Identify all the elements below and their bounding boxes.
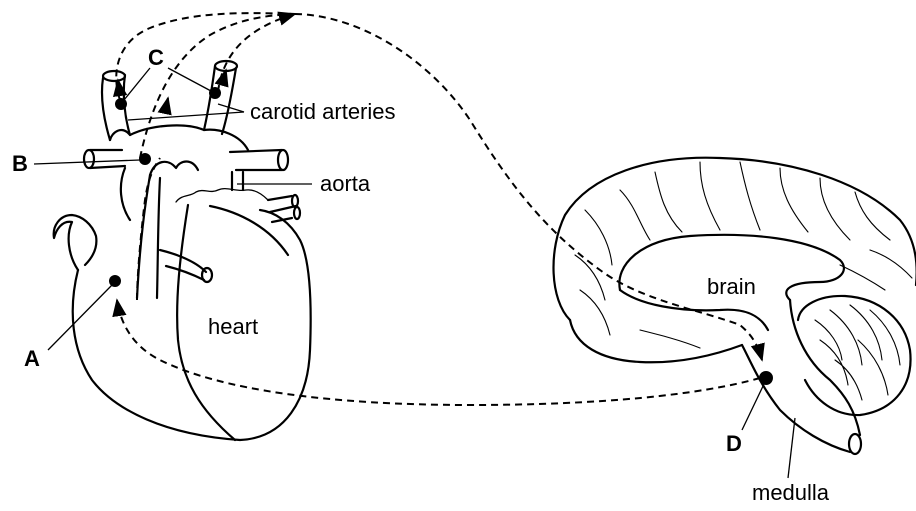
right-branch-tube — [230, 150, 282, 170]
label-brain: brain — [707, 274, 756, 299]
left-branch-tube — [90, 150, 125, 168]
right-ventricle-edge — [210, 206, 288, 255]
right-branch-opening — [278, 150, 288, 170]
label-C: C — [148, 45, 164, 70]
label-heart: heart — [208, 314, 258, 339]
label-carotid-arteries: carotid arteries — [250, 99, 396, 124]
left-atrium — [54, 215, 97, 270]
point-B-dot — [139, 153, 151, 165]
flow-mid-loop — [140, 14, 295, 158]
label-aorta: aorta — [320, 171, 371, 196]
vessel-opening-2 — [294, 207, 300, 219]
label-medulla: medulla — [752, 480, 830, 505]
point-D-dot — [759, 371, 773, 385]
heart-top-ridge — [176, 189, 268, 202]
leader-carotid-2 — [218, 104, 244, 112]
leader-C-right — [168, 68, 211, 91]
leader-B — [34, 160, 140, 164]
leader-C-left — [124, 68, 150, 100]
cerebrum-underside — [570, 320, 742, 362]
flow-carotid-arrow-left — [118, 80, 120, 95]
pulmonary-opening — [202, 268, 212, 282]
flow-left-loop — [116, 13, 295, 100]
right-carotid-tube — [204, 66, 236, 134]
label-D: D — [726, 431, 742, 456]
pulmonary-vein — [160, 250, 206, 280]
cerebellum-folds — [815, 305, 900, 400]
point-C-left-dot — [115, 98, 127, 110]
cerebrum-folds — [575, 162, 912, 348]
left-carotid-opening — [103, 71, 125, 81]
leader-D — [742, 384, 764, 430]
heart-body — [73, 210, 311, 440]
cerebellum — [798, 296, 911, 415]
leader-medulla — [788, 418, 795, 478]
left-branch-opening — [84, 150, 94, 168]
aorta-column — [232, 172, 243, 190]
flow-carotid-arrow-right — [222, 70, 226, 84]
medulla-end — [849, 434, 861, 454]
brain-drawing — [554, 158, 916, 454]
label-B: B — [12, 151, 28, 176]
aortic-arch — [110, 125, 248, 220]
flow-right-loop — [218, 14, 295, 92]
label-A: A — [24, 346, 40, 371]
point-C-right-dot — [209, 87, 221, 99]
leader-A — [48, 284, 113, 350]
flow-carotid-arrow-mid — [165, 98, 168, 112]
point-A-dot — [109, 275, 121, 287]
inner-arch — [150, 162, 198, 176]
